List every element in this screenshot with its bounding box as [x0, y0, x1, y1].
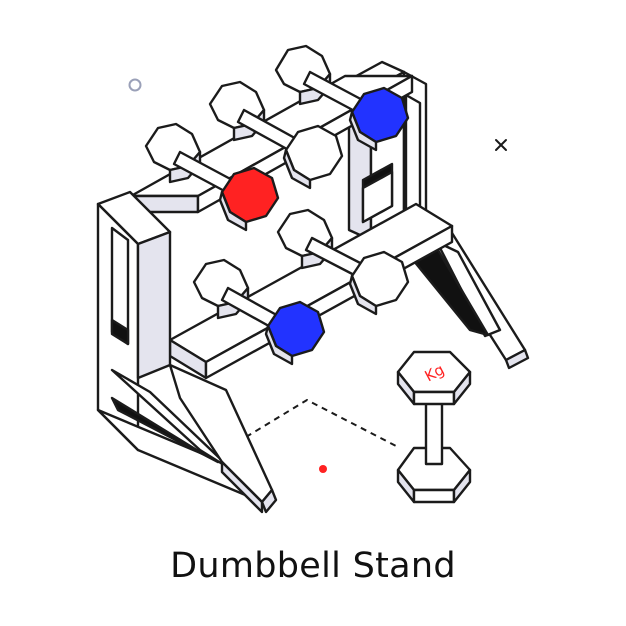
- dumbbell-icon: [274, 44, 410, 152]
- cross-ornament-icon: [495, 139, 507, 151]
- floor-dashed-line: [245, 398, 401, 449]
- rack-front-frame: [96, 190, 278, 514]
- rack-right-leg: [403, 223, 530, 370]
- upper-dumbbells: [144, 44, 410, 232]
- dumbbell-icon: [192, 258, 326, 366]
- dumbbell-icon: [208, 80, 344, 190]
- dot-ornament-icon: [319, 465, 327, 473]
- circle-ornament-icon: [128, 78, 142, 92]
- lower-dumbbells: [192, 208, 410, 366]
- dumbbell-icon: [276, 208, 410, 316]
- kg-dumbbell-icon: Kg: [396, 350, 472, 504]
- dumbbell-icon: [144, 122, 280, 232]
- caption-title: Dumbbell Stand: [170, 546, 456, 586]
